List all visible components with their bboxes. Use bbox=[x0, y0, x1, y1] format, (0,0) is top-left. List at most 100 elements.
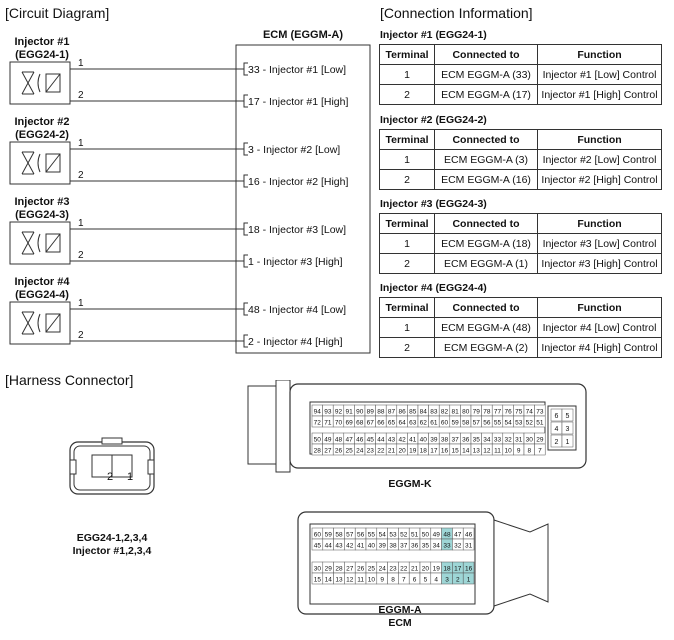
pin-cell: 5 bbox=[561, 408, 574, 422]
pin-number: 42 bbox=[398, 437, 406, 444]
pin-number: 25 bbox=[368, 566, 376, 573]
pin-cell: 71 bbox=[322, 415, 334, 428]
pin-1-label: 1 bbox=[126, 471, 134, 483]
pin-number: 50 bbox=[314, 437, 322, 444]
pin-cell: 1 bbox=[462, 572, 475, 585]
pin-cell: 35 bbox=[470, 432, 482, 445]
pin-cell: 54 bbox=[376, 527, 388, 540]
pin-number: 35 bbox=[422, 543, 430, 550]
pin-number: 16 bbox=[465, 566, 473, 573]
pin-number: 18 bbox=[443, 566, 451, 573]
pin-number: 79 bbox=[473, 409, 481, 416]
pin-number: 10 bbox=[504, 448, 512, 455]
pin-cell: 35 bbox=[419, 538, 432, 551]
pin-number: 28 bbox=[335, 566, 343, 573]
pin-number: 3 bbox=[445, 577, 449, 584]
cell-function: Injector #1 [Low] Control bbox=[537, 64, 662, 85]
pin-cell: 79 bbox=[470, 404, 482, 417]
pin-number: 54 bbox=[379, 532, 387, 539]
pin-cell: 6 bbox=[550, 408, 563, 422]
pin-number: 30 bbox=[526, 437, 534, 444]
pin-number: 13 bbox=[335, 577, 343, 584]
pin-cell: 9 bbox=[376, 572, 388, 585]
pin-number: 33 bbox=[494, 437, 502, 444]
pin-number: 11 bbox=[357, 577, 364, 584]
pin-cell: 54 bbox=[502, 415, 514, 428]
pin-cell: 50 bbox=[419, 527, 432, 540]
harness-connector-header: [Harness Connector] bbox=[5, 372, 134, 388]
pin-number: 94 bbox=[314, 409, 322, 416]
pin-number: 48 bbox=[335, 437, 343, 444]
injector-1-symbol bbox=[9, 61, 248, 108]
pin-number: 10 bbox=[368, 577, 376, 584]
pin-number: 37 bbox=[400, 543, 408, 550]
pin-number: 38 bbox=[441, 437, 449, 444]
pin-cell: 22 bbox=[398, 561, 410, 574]
pin-cell: 23 bbox=[387, 561, 399, 574]
pin-cell: 74 bbox=[523, 404, 535, 417]
pin-number: 75 bbox=[515, 409, 523, 416]
pin-number: 9 bbox=[380, 577, 384, 584]
circuit-diagram-header: [Circuit Diagram] bbox=[5, 5, 110, 21]
ecm-pin-17-label: 17 - Injector #1 [High] bbox=[248, 96, 349, 108]
pin-number: 48 bbox=[443, 532, 451, 539]
pin-number: 70 bbox=[335, 420, 343, 427]
pin-cell: 7 bbox=[534, 443, 546, 456]
cell-function: Injector #4 [Low] Control bbox=[537, 317, 662, 338]
pin-number: 30 bbox=[314, 566, 322, 573]
ecm-pin-16-label: 16 - Injector #2 [High] bbox=[248, 176, 349, 188]
pin-number: 60 bbox=[441, 420, 449, 427]
pin-cell: 57 bbox=[470, 415, 482, 428]
table-2-title: Injector #2 (EGG24-2) bbox=[380, 114, 487, 126]
pin-number: 6 bbox=[555, 413, 559, 420]
injector-2-pin-1: 1 bbox=[78, 138, 84, 149]
injector-3-pin-2: 2 bbox=[78, 250, 84, 261]
pin-number: 82 bbox=[441, 409, 449, 416]
pin-number: 2 bbox=[456, 577, 460, 584]
pin-number: 90 bbox=[356, 409, 364, 416]
pin-cell: 60 bbox=[311, 527, 324, 540]
pin-number: 45 bbox=[314, 543, 322, 550]
pin-number: 52 bbox=[400, 532, 408, 539]
pin-cell: 39 bbox=[428, 432, 440, 445]
pin-cell: 66 bbox=[375, 415, 387, 428]
pin-number: 14 bbox=[325, 577, 333, 584]
pin-number: 29 bbox=[325, 566, 333, 573]
pin-cell: 51 bbox=[408, 527, 421, 540]
pin-cell: 83 bbox=[428, 404, 440, 417]
cell-terminal: 1 bbox=[379, 64, 435, 85]
pin-number: 8 bbox=[391, 577, 395, 584]
pin-number: 28 bbox=[314, 448, 322, 455]
pin-number: 34 bbox=[483, 437, 491, 444]
ecm-pin-33-label: 33 - Injector #1 [Low] bbox=[248, 64, 347, 76]
pin-number: 12 bbox=[483, 448, 491, 455]
pin-number: 78 bbox=[483, 409, 491, 416]
ecm-title: ECM (EGGM-A) bbox=[262, 29, 344, 41]
pin-number: 9 bbox=[517, 448, 521, 455]
pin-cell: 90 bbox=[354, 404, 366, 417]
pin-number: 38 bbox=[389, 543, 397, 550]
ecm-box bbox=[235, 44, 371, 354]
col-terminal: Terminal bbox=[379, 213, 435, 234]
pin-number: 53 bbox=[389, 532, 397, 539]
cell-connected: ECM EGGM-A (1) bbox=[434, 253, 538, 274]
pin-number: 7 bbox=[538, 448, 542, 455]
pin-cell: 11 bbox=[354, 572, 367, 585]
pin-number: 7 bbox=[402, 577, 406, 584]
pin-number: 34 bbox=[433, 543, 441, 550]
pin-cell: 88 bbox=[375, 404, 387, 417]
cell-connected: ECM EGGM-A (2) bbox=[434, 337, 538, 358]
pin-number: 76 bbox=[504, 409, 512, 416]
pin-number: 16 bbox=[441, 448, 449, 455]
pin-cell: 27 bbox=[344, 561, 356, 574]
injector-4-pin-1: 1 bbox=[78, 298, 84, 309]
cell-function: Injector #3 [Low] Control bbox=[537, 233, 662, 254]
pin-number: 36 bbox=[462, 437, 470, 444]
pin-number: 57 bbox=[473, 420, 481, 427]
pin-cell: 4 bbox=[550, 421, 563, 435]
pin-cell: 70 bbox=[332, 415, 345, 428]
